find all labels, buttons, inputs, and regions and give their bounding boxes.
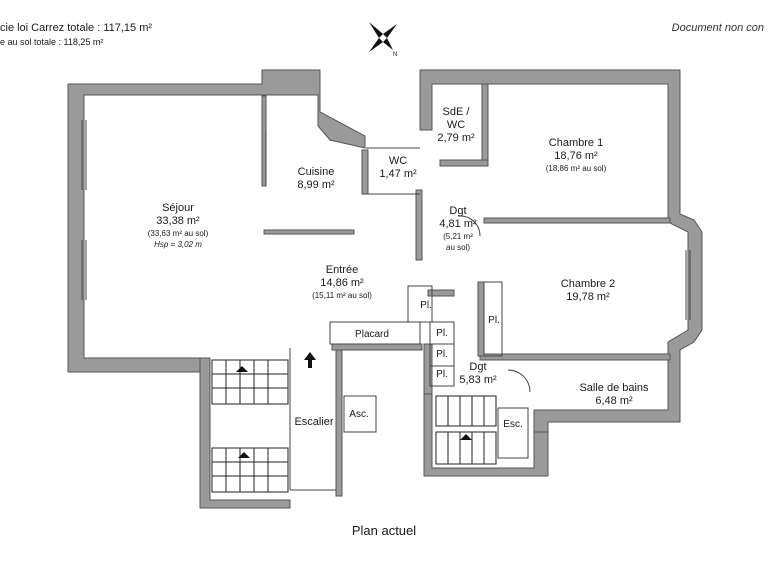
room-escalier-name: Escalier: [294, 416, 334, 428]
stair-arrow-right: [460, 434, 472, 440]
room-salle-de-bains: Salle de bains 6,48 m²: [579, 382, 648, 408]
stairs-right: [435, 395, 497, 465]
label-placard: Placard: [355, 329, 389, 340]
north-compass-icon: N: [369, 22, 397, 58]
room-dgt2-area: 5,83 m²: [459, 374, 497, 386]
wall-cuisine-left: [261, 95, 267, 187]
wall-escalier-right: [335, 345, 343, 497]
wall-ch1-ch2: [483, 217, 671, 224]
room-dgt2: Dgt 5,83 m²: [459, 361, 496, 387]
wall-chambre2-left: [477, 281, 485, 357]
wall-wc-left: [361, 149, 369, 195]
wall-dgt2: [423, 343, 433, 395]
wall-dgt-left: [415, 189, 423, 261]
label-esc: Esc.: [503, 419, 523, 430]
label-asc: Asc.: [349, 409, 369, 420]
wall-chambre2-bottom: [479, 353, 671, 361]
stairs-left: [211, 359, 289, 493]
room-dgt1-name: Dgt: [449, 205, 467, 217]
room-entree-name: Entrée: [325, 264, 359, 276]
label-pl-2: Pl.: [436, 328, 448, 339]
room-sejour-hsp: Hsp = 3,02 m: [154, 240, 202, 249]
room-sejour-sub: (33,63 m² au sol): [147, 229, 209, 238]
wall-stair-right: [423, 391, 549, 477]
label-pl-5: Pl.: [488, 315, 500, 326]
room-entree-sub: (15,11 m² au sol): [312, 291, 372, 300]
room-sde-wc: SdE / WC 2,79 m²: [437, 106, 474, 145]
wall-sde-right: [481, 83, 489, 167]
room-chambre2-area: 19,78 m²: [566, 291, 610, 303]
room-dgt1-sub1: (5,21 m²: [443, 232, 473, 241]
document-note: Document non con: [671, 22, 764, 34]
compass-letter: N: [393, 52, 397, 58]
label-pl-4: Pl.: [436, 369, 448, 380]
room-chambre1-sub: (18,86 m² au sol): [545, 164, 607, 173]
room-sde-wc-area: 2,79 m²: [437, 132, 475, 144]
room-entree: Entrée 14,86 m² (15,11 m² au sol): [312, 264, 372, 301]
room-sde-wc-name-2: WC: [446, 119, 466, 131]
room-dgt1-area: 4,81 m²: [439, 218, 477, 230]
room-sejour: Séjour 33,38 m² (33,63 m² au sol) Hsp = …: [148, 202, 208, 250]
room-chambre1-area: 18,76 m²: [554, 150, 598, 162]
room-chambre1-name: Chambre 1: [548, 137, 604, 149]
room-sejour-name: Séjour: [162, 202, 194, 214]
surface-sol-total: e au sol totale : 118,25 m²: [0, 37, 104, 47]
wall-pl-column: [427, 289, 455, 297]
room-wc-name: WC: [388, 155, 408, 167]
room-chambre2: Chambre 2 19,78 m²: [561, 278, 615, 304]
room-wc-area: 1,47 m²: [379, 168, 417, 180]
room-sejour-area: 33,38 m²: [156, 215, 200, 227]
room-wc: WC 1,47 m²: [379, 155, 416, 181]
room-dgt2-name: Dgt: [469, 361, 487, 373]
room-chambre1: Chambre 1 18,76 m² (18,86 m² au sol): [546, 137, 606, 174]
room-salle-de-bains-name: Salle de bains: [579, 382, 649, 394]
wall-placard: [331, 343, 423, 351]
room-cuisine-name: Cuisine: [297, 166, 335, 178]
room-chambre2-name: Chambre 2: [560, 278, 616, 290]
room-dgt1-sub2: au sol): [445, 243, 471, 252]
room-salle-de-bains-area: 6,48 m²: [595, 395, 633, 407]
plan-caption: Plan actuel: [351, 523, 417, 538]
room-entree-area: 14,86 m²: [320, 277, 364, 289]
room-cuisine: Cuisine 8,99 m²: [297, 166, 334, 192]
wall-sejour-outer: [67, 69, 366, 373]
wall-sde-bottom: [439, 159, 489, 167]
label-pl-3: Pl.: [436, 349, 448, 360]
stair-arrow-left: [238, 452, 250, 458]
wall-stair-left: [199, 357, 291, 509]
wall-cuisine-bottom: [263, 229, 355, 235]
carrez-total: cie loi Carrez totale : 117,15 m²: [0, 22, 153, 34]
stair-arrow-left-2: [236, 366, 248, 372]
room-escalier: Escalier: [294, 416, 333, 429]
room-dgt1: Dgt 4,81 m² (5,21 m² au sol): [439, 205, 476, 253]
room-sde-wc-name-1: SdE /: [442, 106, 470, 118]
label-pl-1: Pl.: [420, 300, 432, 311]
entry-arrow: [304, 352, 316, 368]
room-cuisine-area: 8,99 m²: [297, 179, 335, 191]
